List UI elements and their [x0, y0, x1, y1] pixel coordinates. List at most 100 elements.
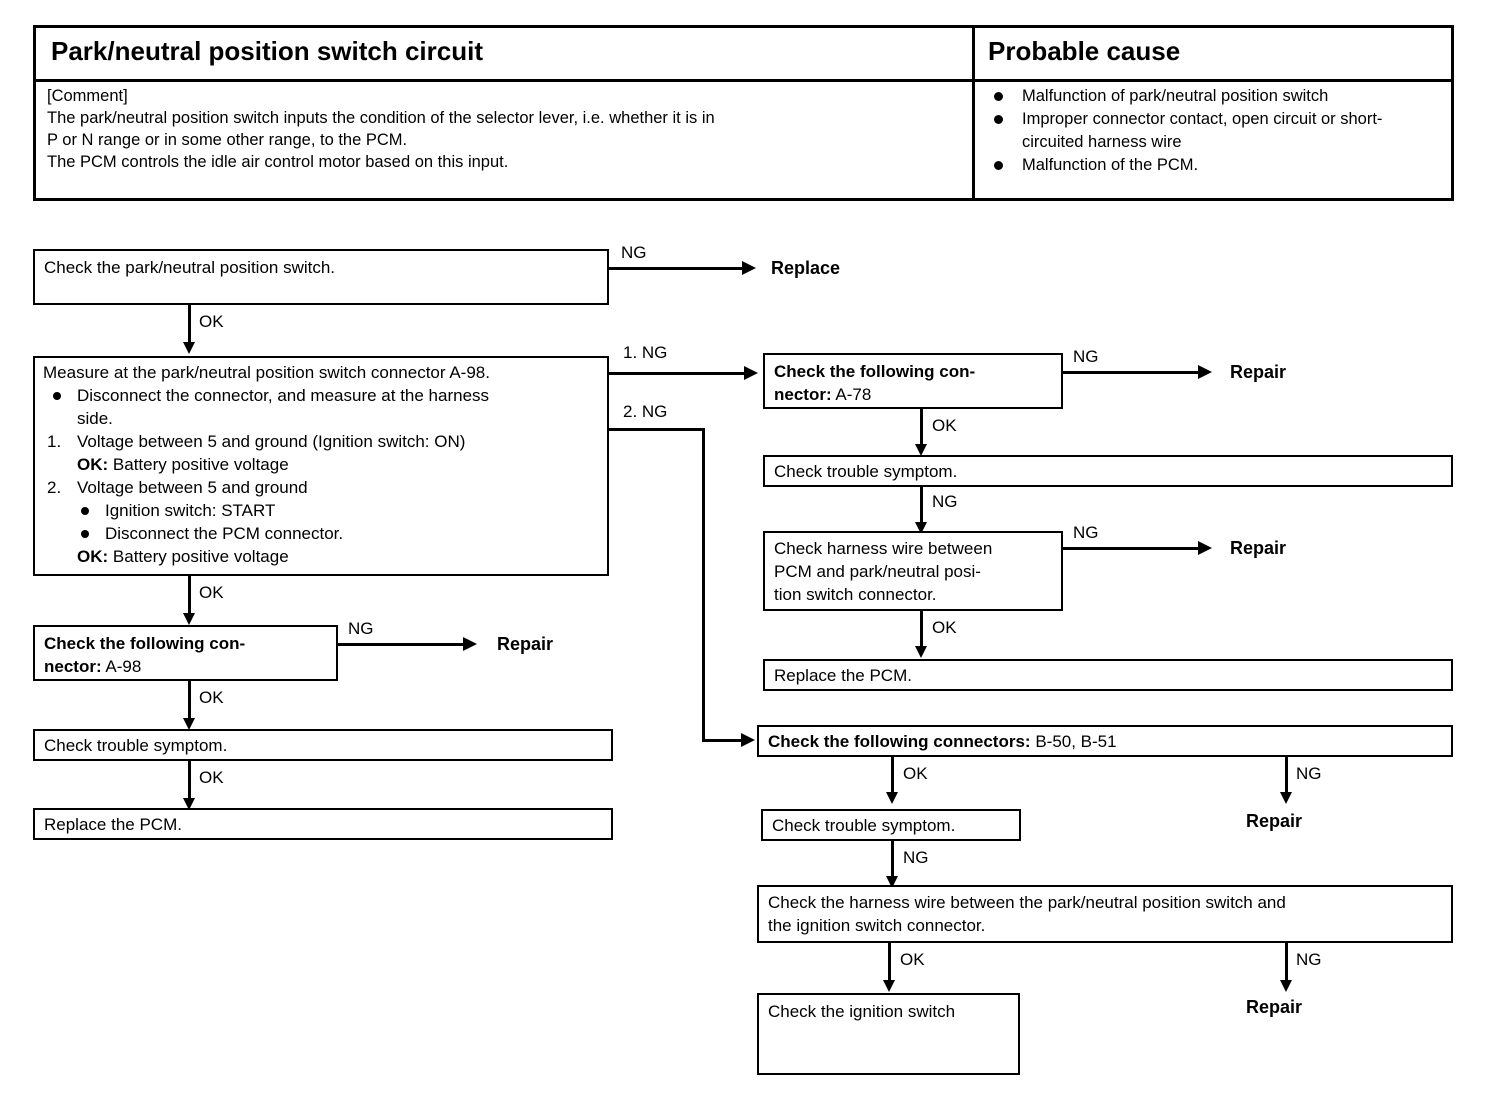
arrow-down-icon [1280, 980, 1292, 992]
connector-line [888, 943, 891, 983]
connector-line [920, 487, 923, 525]
table-header-row [36, 28, 1451, 82]
cause-item: Malfunction of the PCM. [988, 154, 1443, 177]
box-check-connector-a78[interactable]: Check the following con- nector: A-78 [763, 353, 1063, 409]
connector-id: A-98 [101, 657, 142, 676]
connector-line [1285, 943, 1288, 983]
measure-row-text: side. [77, 409, 113, 428]
edge-label-ok: OK [900, 950, 925, 969]
connector-line [920, 611, 923, 649]
arrow-right-icon [1198, 365, 1212, 379]
measure-list: Measure at the park/neutral position swi… [43, 361, 599, 568]
box-check-harness-pcm[interactable]: Check harness wire between PCM and park/… [763, 531, 1063, 611]
label-nector: nector: [774, 385, 832, 404]
edge-label-ng-2: 2. NG [623, 402, 668, 421]
box-text: Check the park/neutral position switch. [44, 258, 336, 277]
bullet-icon [81, 530, 89, 538]
connector-line [702, 428, 705, 741]
box-text-line1: Check the following con- [774, 362, 976, 381]
arrow-down-icon [915, 646, 927, 658]
measure-row: 2. Voltage between 5 and ground [43, 476, 599, 499]
bullet-icon [994, 161, 1003, 170]
list-marker: 2. [47, 478, 62, 497]
box-check-trouble-symptom-right-2[interactable]: Check trouble symptom. [761, 809, 1021, 841]
arrow-down-icon [183, 613, 195, 625]
edge-label-ng: NG [348, 619, 374, 638]
box-replace-pcm-left[interactable]: Replace the PCM. [33, 808, 613, 840]
edge-label-ok: OK [199, 688, 224, 707]
connector-line [1063, 547, 1203, 550]
measure-row-text: Voltage between 5 and ground [77, 478, 308, 497]
box-replace-pcm-right[interactable]: Replace the PCM. [763, 659, 1453, 691]
summary-table: Park/neutral position switch circuit Pro… [33, 25, 1454, 201]
arrow-down-icon [183, 798, 195, 810]
box-text-line2: the ignition switch connector. [768, 916, 986, 935]
connector-ids: B-50, B-51 [1030, 732, 1117, 751]
measure-row: 1. Voltage between 5 and ground (Ignitio… [43, 430, 599, 453]
edge-label-ng-1: 1. NG [623, 343, 668, 362]
edge-label-ng: NG [903, 848, 929, 867]
comment-label: [Comment] [47, 87, 128, 105]
connector-line [702, 739, 747, 742]
box-text: Replace the PCM. [44, 815, 182, 834]
measure-row-text: Voltage between 5 and ground (Ignition s… [77, 432, 466, 451]
measure-row: Ignition switch: START [43, 499, 599, 522]
box-text-line3: tion switch connector. [774, 585, 937, 604]
edge-label-ng: NG [1296, 764, 1322, 783]
probable-cause-cell: Malfunction of park/neutral position swi… [988, 85, 1443, 177]
connector-line [188, 305, 191, 347]
terminal-repair: Repair [1246, 811, 1303, 831]
connector-line [609, 428, 705, 431]
box-check-connectors-b50-b51[interactable]: Check the following connectors: B-50, B-… [757, 725, 1453, 757]
measure-row-text: Disconnect the PCM connector. [105, 524, 344, 543]
edge-label-ok: OK [199, 312, 224, 331]
box-measure-a98[interactable]: Measure at the park/neutral position swi… [33, 356, 609, 576]
connector-line [188, 761, 191, 803]
edge-label-ok: OK [932, 416, 957, 435]
bullet-icon [994, 115, 1003, 124]
comment-line-2: P or N range or in some other range, to … [47, 131, 408, 149]
comment-line-1: The park/neutral position switch inputs … [47, 109, 715, 127]
connector-line [188, 576, 191, 618]
table-header-left: Park/neutral position switch circuit [51, 36, 483, 66]
measure-row: Disconnect the connector, and measure at… [43, 384, 599, 407]
arrow-right-icon [463, 637, 477, 651]
connector-line [891, 757, 894, 795]
table-header-right: Probable cause [988, 36, 1181, 66]
arrow-down-icon [1280, 792, 1292, 804]
measure-title: Measure at the park/neutral position swi… [43, 363, 490, 382]
measure-row-text: Battery positive voltage [108, 547, 289, 566]
measure-row: side. [43, 407, 599, 430]
box-check-harness-ignition[interactable]: Check the harness wire between the park/… [757, 885, 1453, 943]
measure-row: OK: Battery positive voltage [43, 453, 599, 476]
box-text-line1: Check the harness wire between the park/… [768, 893, 1286, 912]
box-check-trouble-symptom-left[interactable]: Check trouble symptom. [33, 729, 613, 761]
arrow-down-icon [886, 792, 898, 804]
terminal-repair: Repair [1246, 997, 1303, 1017]
bullet-icon [994, 92, 1003, 101]
arrow-down-icon [915, 444, 927, 456]
cause-text: Malfunction of park/neutral position swi… [1022, 87, 1329, 105]
edge-label-ok: OK [199, 583, 224, 602]
box-text-line1: Check the following con- [44, 634, 246, 653]
measure-row-text: Battery positive voltage [108, 455, 289, 474]
connector-line [920, 409, 923, 447]
measure-row: OK: Battery positive voltage [43, 545, 599, 568]
box-text: Check trouble symptom. [44, 736, 228, 755]
connector-line [1063, 371, 1203, 374]
box-check-park-neutral-switch[interactable]: Check the park/neutral position switch. [33, 249, 609, 305]
edge-label-ng: NG [621, 243, 647, 262]
terminal-repair: Repair [497, 634, 554, 654]
connector-line [188, 681, 191, 723]
box-check-trouble-symptom-right-1[interactable]: Check trouble symptom. [763, 455, 1453, 487]
box-text: Check the ignition switch [768, 1002, 956, 1021]
box-text-line2: nector: A-98 [44, 655, 327, 678]
terminal-replace: Replace [771, 258, 841, 278]
measure-row-text: Disconnect the connector, and measure at… [77, 386, 490, 405]
arrow-right-icon [1198, 541, 1212, 555]
connector-line [338, 643, 468, 646]
box-check-connector-a98[interactable]: Check the following con- nector: A-98 [33, 625, 338, 681]
box-check-ignition-switch[interactable]: Check the ignition switch [757, 993, 1020, 1075]
edge-label-ng: NG [932, 492, 958, 511]
